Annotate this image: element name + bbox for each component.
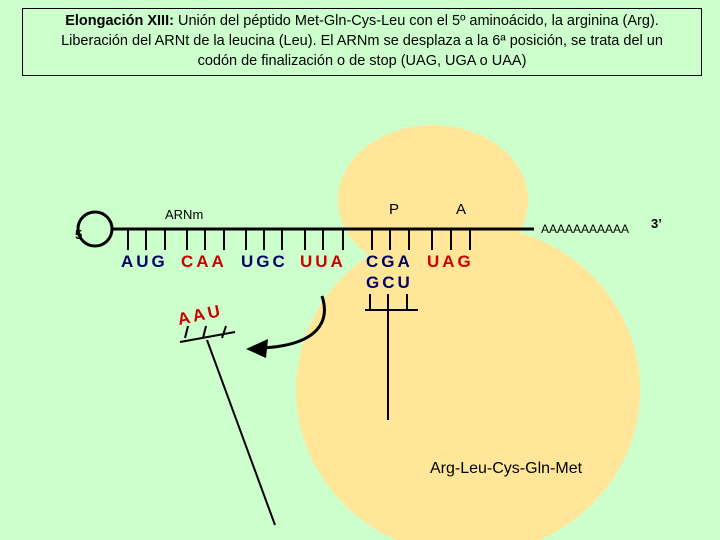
codon-4: UUA — [300, 252, 346, 271]
codon-3: UGC — [241, 252, 288, 271]
title-line2: Liberación del ARNt de la leucina (Leu).… — [61, 33, 663, 49]
ribosome-large-subunit — [296, 225, 640, 540]
title-box: Elongación XIII: Unión del péptido Met-G… — [22, 8, 702, 76]
site-p-label: P — [389, 201, 400, 218]
poly-a-tail: AAAAAAAAAAA — [541, 222, 630, 236]
trna-anticodon: GCU — [366, 273, 413, 292]
codon-5: CGA — [366, 252, 413, 271]
three-prime-label: 3’ — [651, 216, 662, 231]
mrna-label: ARNm — [165, 207, 204, 222]
mrna-base-ticks — [127, 229, 471, 250]
exit-arrow — [261, 295, 326, 350]
trna-p-site — [365, 294, 418, 420]
title-line3: codón de finalización o de stop (UAG, UG… — [197, 53, 527, 69]
codon-1: AUG — [121, 252, 168, 271]
title-heading: Elongación XIII: — [65, 13, 174, 29]
released-trna — [179, 325, 276, 526]
peptide-chain: Arg-Leu-Cys-Gln-Met — [430, 460, 583, 477]
five-prime-label: 5 — [75, 227, 83, 242]
site-a-label: A — [456, 201, 467, 218]
title-line1: Unión del péptido Met-Gln-Cys-Leu con el… — [173, 13, 659, 29]
codon-2: CAA — [181, 252, 227, 271]
codon-6: UAG — [427, 252, 474, 271]
exit-arrowhead — [246, 339, 268, 358]
five-prime-cap — [76, 210, 114, 248]
